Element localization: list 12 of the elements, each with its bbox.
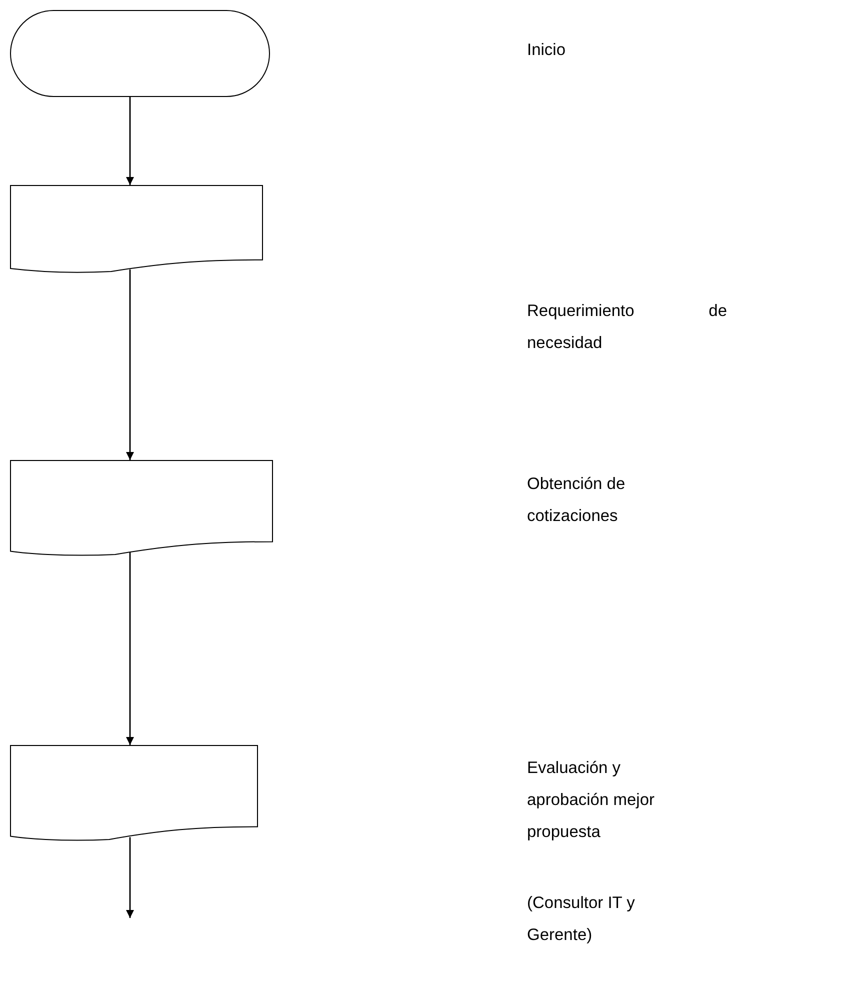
step-label: Requerimiento de necesidad xyxy=(527,301,727,354)
step-label: Obtención de cotizaciones xyxy=(527,474,626,527)
document-shape xyxy=(10,460,273,555)
arrow xyxy=(126,837,134,918)
step-label: Evaluación y aprobación mejor propuesta xyxy=(527,758,656,843)
arrow xyxy=(126,269,134,460)
document-shape xyxy=(10,185,263,272)
document-shape xyxy=(10,745,258,840)
step-label: (Consultor IT y Gerente) xyxy=(527,893,636,946)
arrow xyxy=(126,552,134,745)
step-label: Inicio xyxy=(527,40,567,61)
terminal-shape xyxy=(10,10,270,97)
